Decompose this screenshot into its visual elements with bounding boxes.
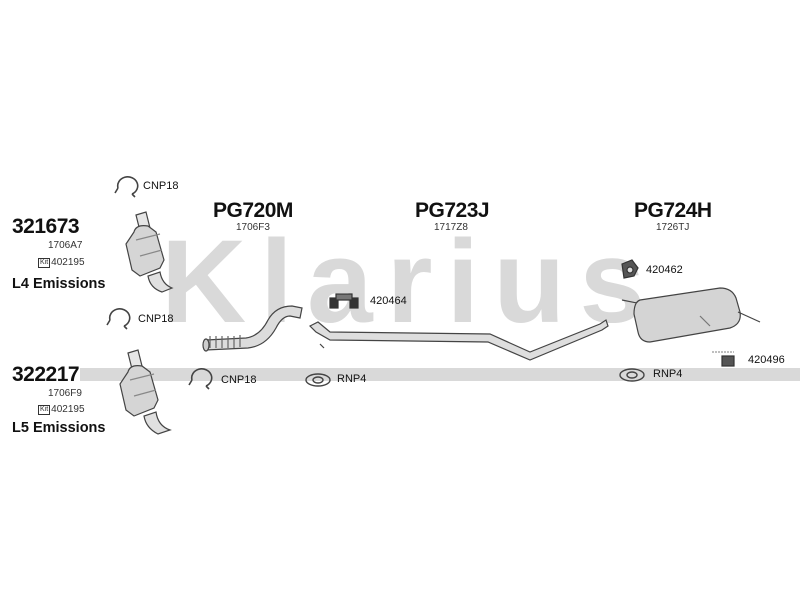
section-ref-pg724h: 1726TJ	[656, 222, 690, 233]
mount-420462-icon	[621, 259, 639, 279]
emission-label-l4: L4 Emissions	[12, 276, 106, 292]
svg-text:Klarius: Klarius	[161, 216, 659, 348]
kit-badge: Kit	[38, 405, 51, 415]
fitting-label-hanger-right: 420496	[748, 354, 785, 366]
clamp-cnp18-top-icon	[114, 176, 139, 198]
kit-code-l5: 402195	[51, 404, 85, 415]
kit-badge: Kit	[38, 258, 51, 268]
section-code-pg724h: PG724H	[634, 199, 712, 222]
fitting-label-mount-mid: 420464	[370, 295, 407, 307]
catalytic-converter-upper-icon	[125, 211, 174, 293]
section-code-pg723j: PG723J	[415, 199, 490, 222]
fitting-label-ring-right: RNP4	[653, 368, 683, 380]
section-ref-pg723j: 1717Z8	[434, 222, 468, 233]
fitting-label-clamp-top: CNP18	[143, 180, 179, 192]
front-pipe-pg720m-icon	[202, 305, 303, 352]
middle-pipe-pg723j-icon	[308, 319, 609, 361]
rear-silencer-pg724h-icon	[621, 287, 761, 343]
catalytic-converter-lower-icon	[119, 349, 172, 435]
kit-label-l5: Kit 402195	[38, 405, 85, 415]
assembly-ref-l5: 1706F9	[48, 388, 82, 399]
hanger-420496-icon	[712, 351, 735, 367]
section-ref-pg720m: 1706F3	[236, 222, 270, 233]
ring-rnp4-right-icon	[619, 368, 645, 382]
fitting-label-clamp-mid: CNP18	[138, 313, 174, 325]
fitting-label-clamp-low: CNP18	[221, 374, 257, 386]
assembly-code-l4: 321673	[12, 215, 80, 238]
ring-rnp4-mid-icon	[305, 373, 331, 387]
fitting-label-ring-mid: RNP4	[337, 373, 367, 385]
kit-label-l4: Kit 402195	[38, 258, 85, 268]
assembly-code-l5: 322217	[12, 363, 80, 386]
mount-420464-icon	[329, 293, 359, 309]
assembly-ref-l4: 1706A7	[48, 240, 83, 251]
emission-label-l5: L5 Emissions	[12, 420, 106, 436]
section-code-pg720m: PG720M	[213, 199, 293, 222]
clamp-cnp18-low-icon	[188, 368, 213, 390]
clamp-cnp18-mid-icon	[106, 308, 131, 330]
fitting-label-mount-right: 420462	[646, 264, 683, 276]
kit-code-l4: 402195	[51, 257, 85, 268]
